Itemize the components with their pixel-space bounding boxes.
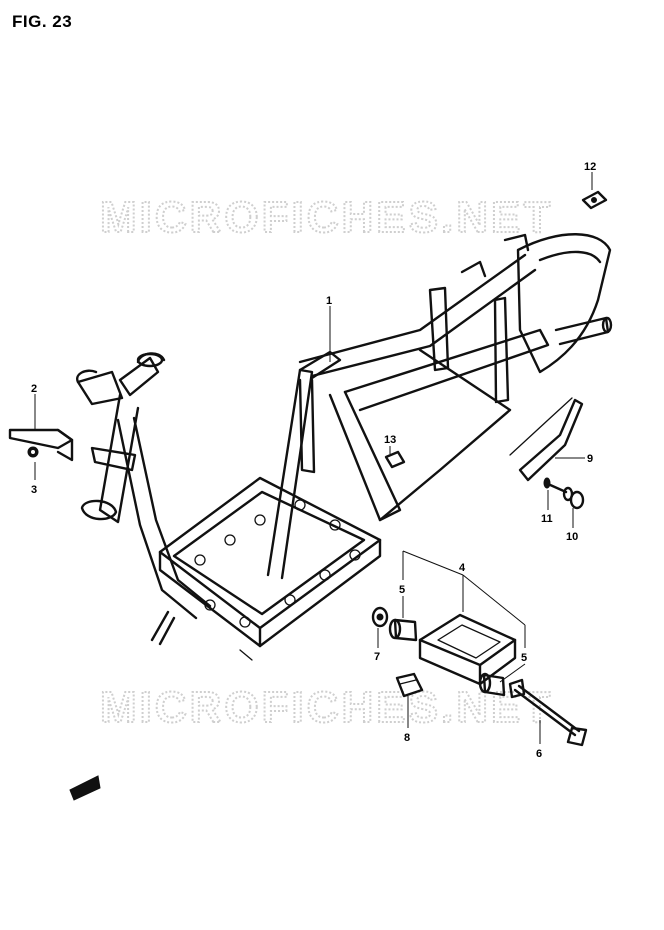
- watermark-bottom: MICROFICHES.NET: [100, 683, 553, 732]
- part-13-clip: [384, 450, 406, 469]
- part-6-bolt: [508, 678, 588, 747]
- part-5-bushing-lower: [478, 672, 506, 697]
- callout-13: 13: [384, 434, 396, 446]
- watermark-top: MICROFICHES.NET: [100, 193, 553, 242]
- part-8-clip: [395, 672, 424, 698]
- callout-2: 2: [31, 383, 37, 395]
- callout-1: 1: [326, 295, 332, 307]
- leader-lines: [34, 172, 593, 744]
- main-frame: [76, 233, 613, 661]
- callout-5-lower: 5: [521, 652, 527, 664]
- front-direction-arrow-icon: [69, 775, 101, 801]
- callout-10: 10: [566, 531, 578, 543]
- part-4-pivot-bracket: [418, 613, 517, 686]
- part-2-bracket: [8, 428, 74, 462]
- callout-4: 4: [459, 562, 466, 574]
- callout-3: 3: [31, 484, 37, 496]
- callout-11: 11: [541, 513, 553, 525]
- callout-5-upper: 5: [399, 584, 405, 596]
- callout-9: 9: [587, 453, 593, 465]
- callout-8: 8: [404, 732, 410, 744]
- callout-12: 12: [584, 161, 596, 173]
- callout-7: 7: [374, 651, 380, 663]
- part-5-bushing-upper: [388, 618, 418, 642]
- figure-title: FIG. 23: [12, 12, 73, 31]
- part-10-nut: [569, 490, 585, 510]
- part-11-bolt: [543, 477, 574, 502]
- part-7-nut: [371, 606, 389, 628]
- callout-6: 6: [536, 748, 542, 760]
- part-9-cover-plate: [509, 397, 584, 482]
- part-3-nut: [27, 446, 39, 458]
- part-12-nut-plate: [581, 190, 608, 210]
